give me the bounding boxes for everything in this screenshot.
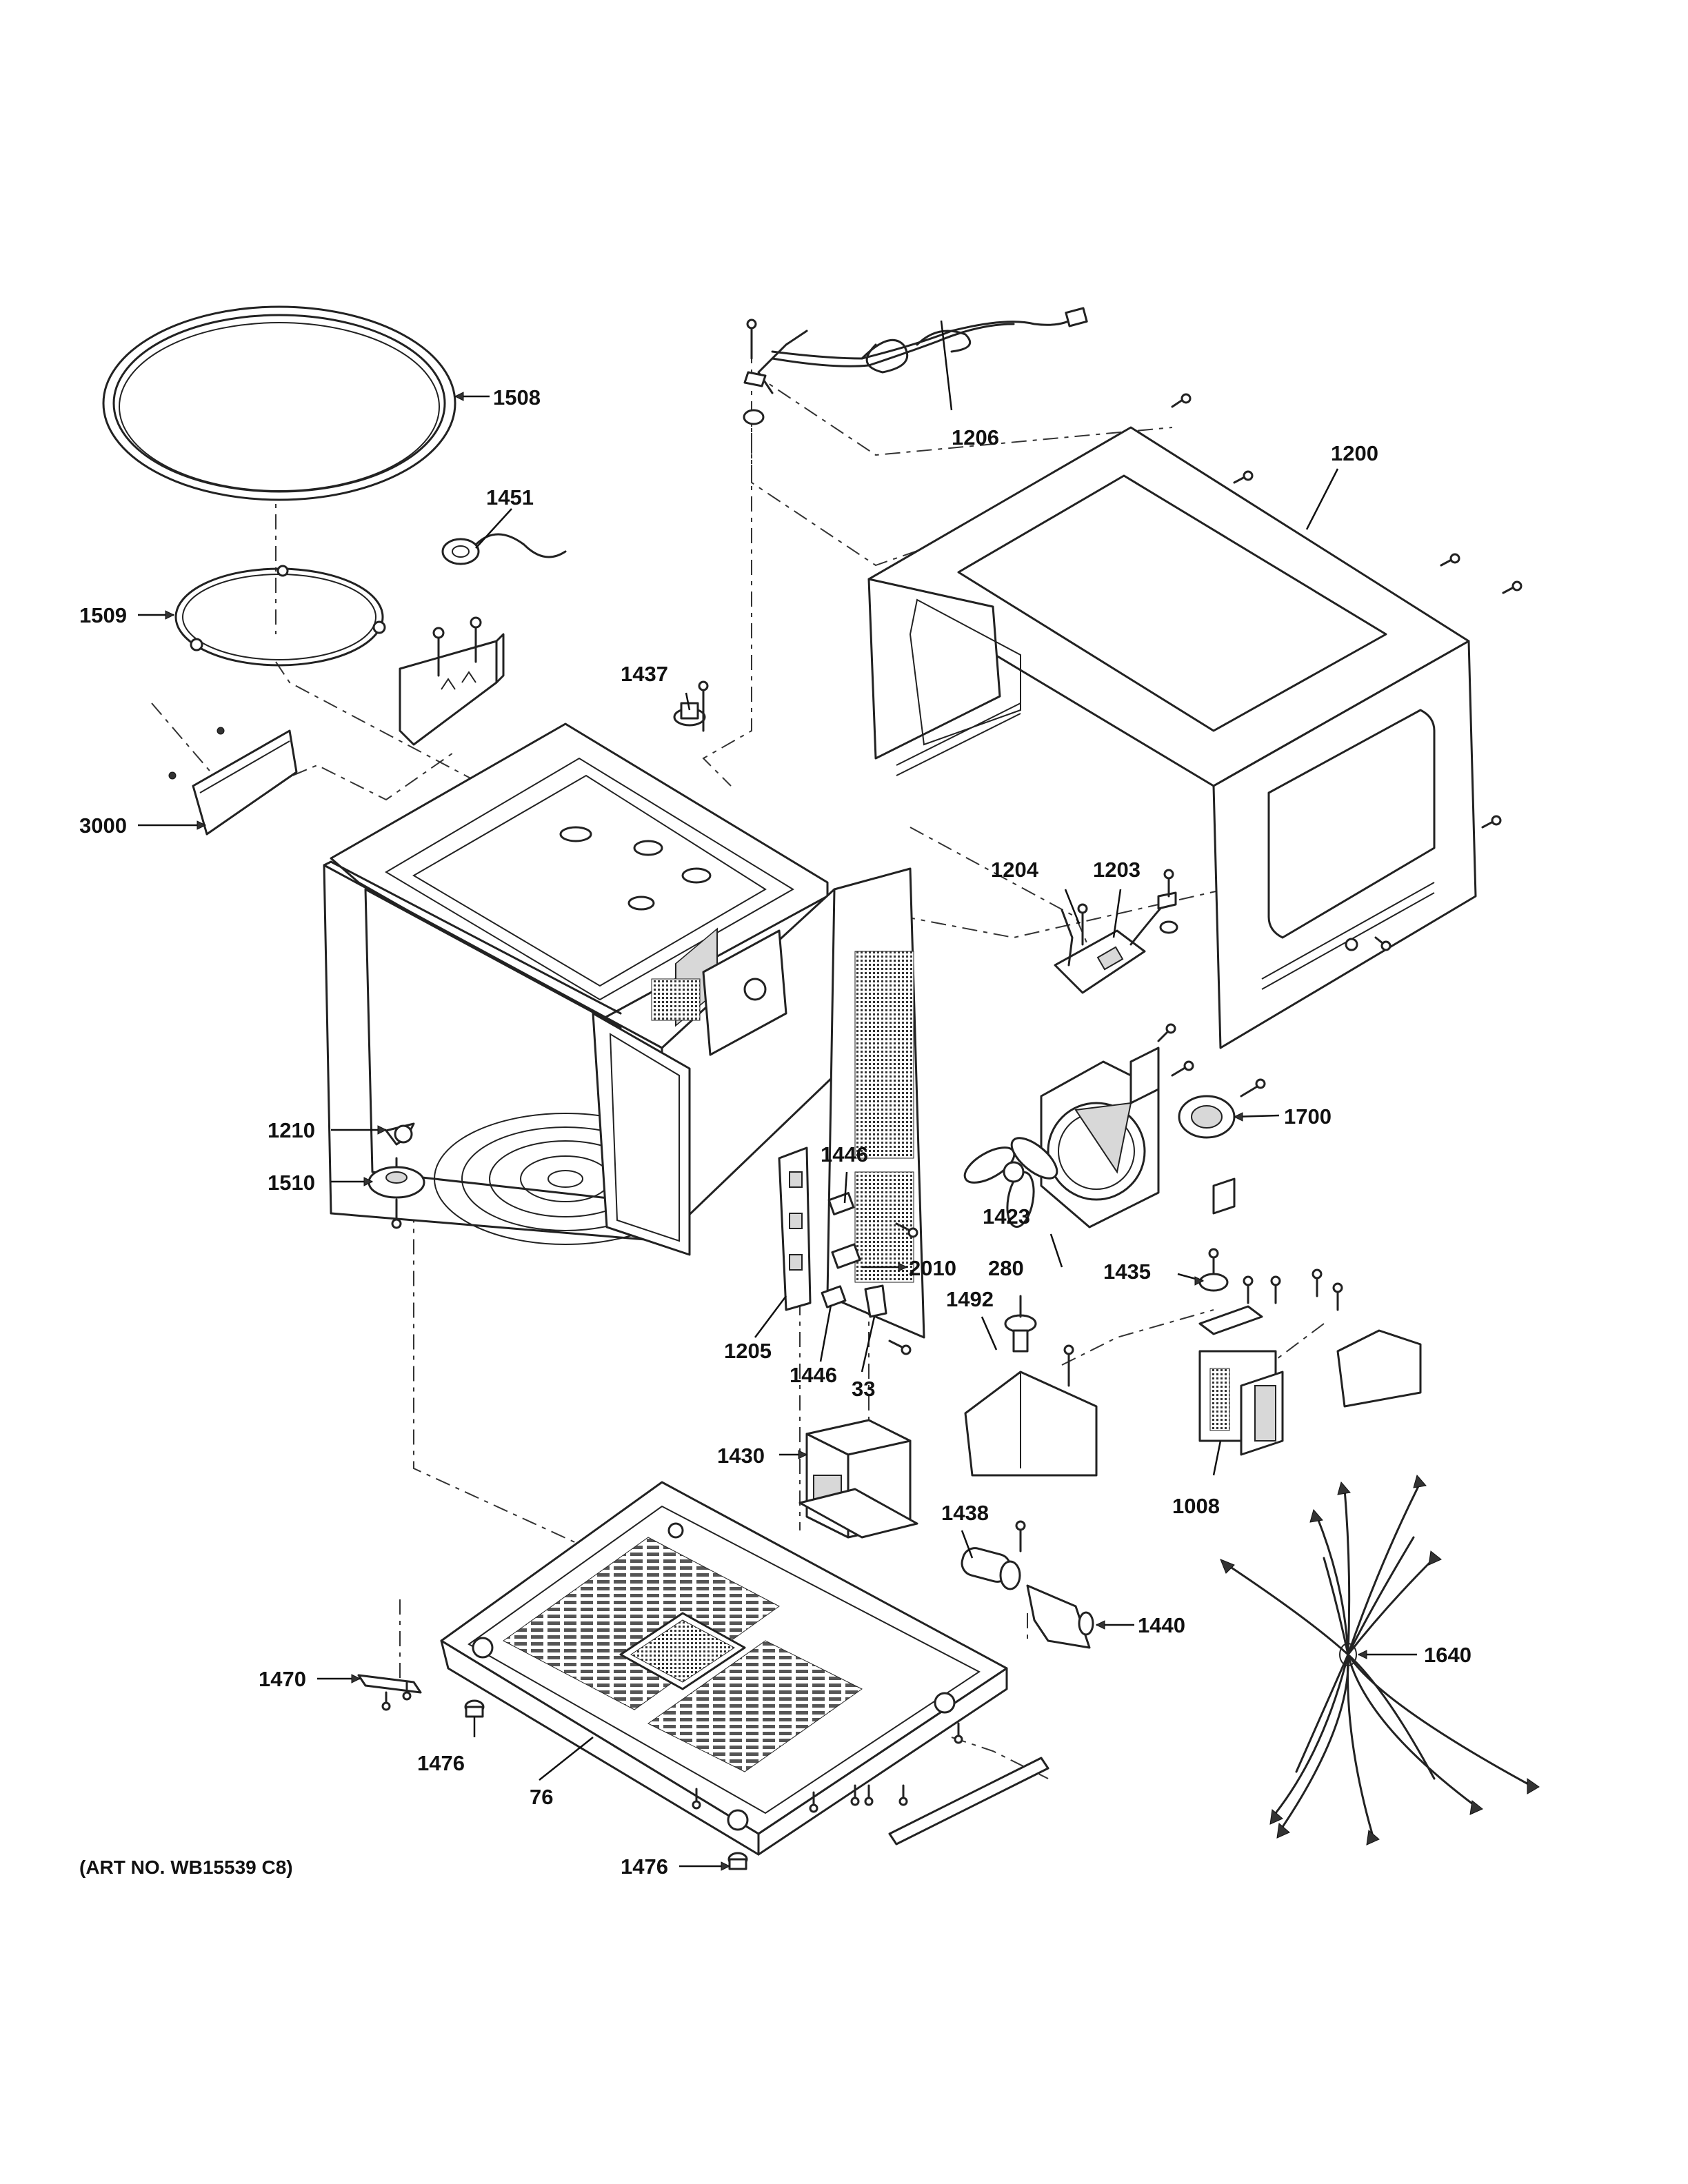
case-screws bbox=[1171, 393, 1523, 951]
label-thermal-sensor-1451: 1451 bbox=[486, 485, 534, 509]
label-turntable-tray: 1508 bbox=[493, 385, 541, 410]
thermal-cutout-1435 bbox=[1198, 1248, 1229, 1292]
latch-screws bbox=[888, 1222, 918, 1355]
oven-cavity bbox=[323, 722, 836, 1256]
base-plate bbox=[440, 1481, 1008, 1856]
label-fan-motor: 1700 bbox=[1284, 1104, 1332, 1129]
noise-filter-board bbox=[1054, 869, 1178, 994]
fan-blade bbox=[963, 1137, 1058, 1228]
base-screws bbox=[692, 1722, 963, 1813]
label-interlock-switch-lower: 1446 bbox=[790, 1363, 837, 1387]
label-diode: 280 bbox=[988, 1256, 1024, 1280]
power-cord bbox=[743, 307, 1088, 425]
capacitor bbox=[961, 1520, 1026, 1590]
label-latch-board: 1205 bbox=[724, 1339, 772, 1363]
label-magnetron: 1008 bbox=[1172, 1494, 1220, 1518]
wire-harness bbox=[1220, 1474, 1540, 1846]
transformer bbox=[798, 1419, 918, 1539]
turntable-tray bbox=[102, 305, 456, 501]
label-thermal-cutout-1435: 1435 bbox=[1103, 1260, 1151, 1284]
magnetron-duct bbox=[1312, 1268, 1422, 1408]
thermal-cutout-1437 bbox=[673, 680, 709, 732]
part-labels: 1508 1509 1451 3000 1437 1206 1200 1204 … bbox=[79, 385, 1471, 1879]
thermal-sensor-1451 bbox=[441, 533, 567, 565]
label-bracket-1204: 1204 bbox=[991, 858, 1039, 882]
outer-case bbox=[867, 426, 1477, 1049]
label-switch-2010: 2010 bbox=[909, 1256, 956, 1280]
lever-33 bbox=[864, 1284, 887, 1318]
label-fan-housing: 1423 bbox=[983, 1204, 1030, 1228]
sensor-bracket bbox=[399, 616, 505, 746]
latch-board bbox=[778, 1146, 812, 1311]
vent-mesh-left bbox=[651, 978, 701, 1021]
label-wire-harness: 1640 bbox=[1424, 1643, 1471, 1667]
magnetron bbox=[1198, 1275, 1284, 1456]
interlock-switch-lower bbox=[821, 1285, 847, 1308]
diode-bracket bbox=[964, 1344, 1098, 1477]
bracket-1470 bbox=[357, 1599, 422, 1711]
switch-2010 bbox=[831, 1243, 861, 1269]
interlock-switch-upper bbox=[827, 1192, 855, 1215]
waveguide-cover bbox=[168, 727, 298, 836]
label-noise-filter-board: 1203 bbox=[1093, 858, 1141, 882]
label-capacitor-bracket: 1440 bbox=[1138, 1613, 1185, 1637]
label-roller-ring: 1509 bbox=[79, 603, 127, 627]
label-lever-33: 33 bbox=[852, 1377, 875, 1401]
label-capacitor: 1438 bbox=[941, 1501, 989, 1525]
label-foot-rear: 1476 bbox=[621, 1854, 668, 1879]
label-fan-blade: 1492 bbox=[946, 1287, 994, 1311]
diode bbox=[1004, 1295, 1037, 1353]
foot-rear bbox=[727, 1852, 748, 1870]
label-bracket-1470: 1470 bbox=[259, 1667, 306, 1691]
coupler bbox=[385, 1122, 415, 1146]
label-waveguide-cover: 3000 bbox=[79, 813, 127, 838]
label-foot-front: 1476 bbox=[417, 1751, 465, 1775]
fan-housing bbox=[1040, 1023, 1194, 1228]
label-turntable-motor: 1510 bbox=[268, 1171, 315, 1195]
label-coupler: 1210 bbox=[268, 1118, 315, 1142]
fan-motor bbox=[1178, 1078, 1266, 1215]
label-transformer: 1430 bbox=[717, 1444, 765, 1468]
label-thermal-cutout-1437: 1437 bbox=[621, 662, 668, 686]
capacitor-bracket bbox=[1026, 1584, 1094, 1649]
label-outer-case: 1200 bbox=[1331, 441, 1378, 465]
roller-ring bbox=[174, 565, 386, 667]
arrowheads bbox=[165, 392, 1367, 1871]
foot-front bbox=[464, 1699, 485, 1718]
art-number: (ART NO. WB15539 C8) bbox=[79, 1857, 293, 1878]
label-base-plate: 76 bbox=[530, 1785, 553, 1809]
label-power-cord: 1206 bbox=[952, 425, 999, 449]
base-gasket-strip bbox=[888, 1757, 1049, 1846]
label-interlock-switch-upper: 1446 bbox=[821, 1142, 868, 1166]
